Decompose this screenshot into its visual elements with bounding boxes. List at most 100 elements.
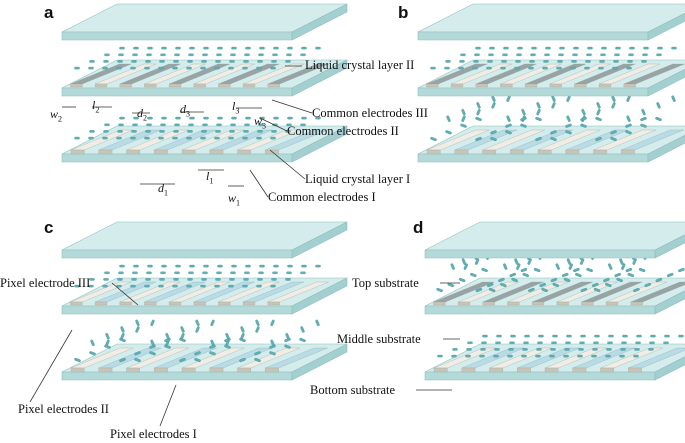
- panel-a-lc2-lc: [173, 60, 179, 63]
- panel-a-lc2-lc: [74, 66, 80, 70]
- panel-b-lc1-lc-tilted: [581, 108, 586, 116]
- panel-d-lc1-lc: [480, 348, 486, 351]
- panel-d-lc2-lc-tilted: [550, 277, 558, 283]
- panel-a-lc2-lc: [201, 60, 207, 63]
- panel-c-lc1-lc-tilted: [239, 357, 246, 363]
- panel-c-lc2-lc: [245, 264, 251, 268]
- panel-d-lc1-lc: [551, 341, 557, 345]
- panel-a-bottom-electrodes-strip-edge-0: [70, 149, 85, 155]
- panel-d-lc2-lc-tilted: [614, 272, 621, 278]
- panel-d-lc2-lc-tilted: [573, 267, 580, 273]
- panel-d-bottom-electrodes-strip-edge-3: [517, 367, 531, 373]
- panel-c-lc2-lc: [214, 284, 220, 288]
- panel-d-lc1-lc: [467, 341, 473, 345]
- panel-c-lc2-lc: [89, 278, 95, 281]
- panel-c-lc2-lc: [117, 278, 123, 281]
- panel-c-lc2-lc: [300, 271, 306, 275]
- panel-d-middle-electrodes-strip-edge-4: [531, 301, 545, 306]
- panel-d-lc2-lc-tilted: [625, 267, 633, 273]
- panel-b-lc1-lc-tilted: [611, 95, 616, 102]
- panel-b-lc1-lc-tilted: [640, 123, 647, 128]
- panel-d-lc1-lc: [564, 348, 570, 351]
- panel-c-lc2-lc: [272, 271, 278, 275]
- panel-c-lc1-lc-tilted: [210, 319, 215, 327]
- panel-a-lc1-lc: [217, 116, 223, 120]
- panel-c-lc1-lc-tilted: [194, 357, 201, 363]
- panel-b-lc1-lc-tilted: [505, 123, 512, 128]
- panel-b-lc1-lc-tilted: [626, 95, 631, 102]
- panel-d-lc2-lc-tilted: [586, 267, 593, 273]
- panel-b-bottom-electrodes-strip-edge-3: [510, 149, 524, 155]
- panel-c-lc2-lc: [285, 278, 291, 281]
- panel-b-lc2-lc: [627, 60, 633, 63]
- panel-c-lc1-lc-tilted: [90, 339, 95, 347]
- panel-c-lc1-lc-tilted: [209, 344, 216, 349]
- panel-a-lc2-lc: [161, 46, 167, 50]
- panel-a-lc2-lc: [259, 46, 265, 50]
- panel-d-lc2-lc-tilted: [500, 282, 507, 288]
- panel-a-lc1-lc: [74, 136, 80, 140]
- panel-a-lc2-lc: [315, 46, 321, 50]
- label-pixel-electrode-3: Pixel electrode III: [0, 276, 91, 290]
- panel-b-lc1-lc-tilted: [596, 102, 601, 109]
- panel-b-lc2-lc: [628, 53, 634, 57]
- dim-d3: d3: [180, 102, 190, 119]
- panel-a-lc1-lc: [158, 136, 164, 140]
- panel-label-a: a: [44, 3, 54, 22]
- panel-d-bottom-substrate-side: [654, 356, 685, 381]
- panel-d-lc2-lc-tilted: [627, 272, 635, 278]
- leader-ce2: [259, 117, 288, 132]
- panel-c-lc2-lc: [186, 284, 192, 288]
- dim-w2: w2: [50, 107, 63, 124]
- panel-b-middle-electrodes-strip-edge-0: [426, 83, 439, 88]
- panel-a-lc1-lc: [228, 136, 234, 140]
- panel-c-lc2-lc: [257, 278, 263, 281]
- panel-d-lc1-lc: [606, 348, 612, 351]
- panel-b-lc2-lc: [571, 60, 577, 63]
- panel-d-lc2-lc-tilted: [678, 267, 685, 273]
- panel-b-lc2-lc: [486, 66, 492, 70]
- panel-a-middle-electrodes-strip-edge-8: [267, 83, 280, 88]
- panel-a-lc1-lc: [287, 116, 293, 120]
- panel-a-lc1-lc: [216, 123, 222, 127]
- panel-a-lc1-lc: [258, 123, 264, 127]
- panel-c-lc2-lc: [258, 271, 264, 275]
- panel-d-lc1-lc: [479, 354, 485, 358]
- panel-d-lc2-lc-tilted: [461, 258, 467, 265]
- panel-c-bottom-electrodes-strip-edge-0: [70, 367, 85, 373]
- panel-a-lc1-lc: [256, 136, 262, 140]
- label-common-electrodes-3: Common electrodes III: [312, 106, 428, 120]
- panel-c-lc2-lc: [147, 264, 153, 268]
- panel-b-bottom-electrodes-strip-edge-1: [454, 149, 469, 155]
- panel-c-lc2-lc: [229, 278, 235, 281]
- panel-d-lc2-lc-tilted: [563, 277, 571, 283]
- panel-d-lc2-lc-tilted: [619, 258, 624, 265]
- panel-a-middle-electrodes-strip-edge-5: [193, 83, 206, 88]
- dim-l3: l3: [232, 99, 240, 116]
- panel-c-lc1-lc-tilted: [194, 351, 201, 356]
- panel-d-lc1-lc: [580, 334, 586, 338]
- panel-c-lc1-lc-tilted: [179, 337, 186, 343]
- panel-d-bottom-substrate-front: [424, 371, 656, 381]
- panel-d-lc1-lc: [482, 334, 488, 338]
- panel-d-lc1-lc: [538, 334, 544, 338]
- panel-d-middle-electrodes-strip-edge-3: [507, 301, 520, 306]
- panel-b-lc2-lc: [657, 46, 663, 50]
- panel-a-lc2-lc: [215, 60, 221, 63]
- panel-a-lc2-lc: [88, 66, 94, 70]
- panel-b-bottom-substrate-front: [417, 153, 649, 163]
- panel-d-bottom-electrodes-strip-edge-4: [544, 367, 559, 373]
- panel-c-lc2-lc: [172, 284, 178, 288]
- panel-b-lc2-lc: [502, 53, 508, 57]
- panel-d-lc2-lc-tilted: [450, 263, 455, 270]
- panel-d-lc1-lc: [549, 354, 555, 358]
- panel-b-lc1-lc-tilted: [506, 95, 511, 102]
- panel-b-lc2-lc: [543, 60, 549, 63]
- panel-c-middle-electrodes-strip-edge-6: [218, 301, 231, 306]
- panel-b-middle-substrate-front: [417, 87, 649, 97]
- panel-a-lc2-lc: [174, 53, 180, 57]
- panel-a-lc1-lc: [89, 130, 95, 133]
- panel-c-lc2-lc: [144, 284, 150, 288]
- panel-label-c: c: [44, 218, 54, 237]
